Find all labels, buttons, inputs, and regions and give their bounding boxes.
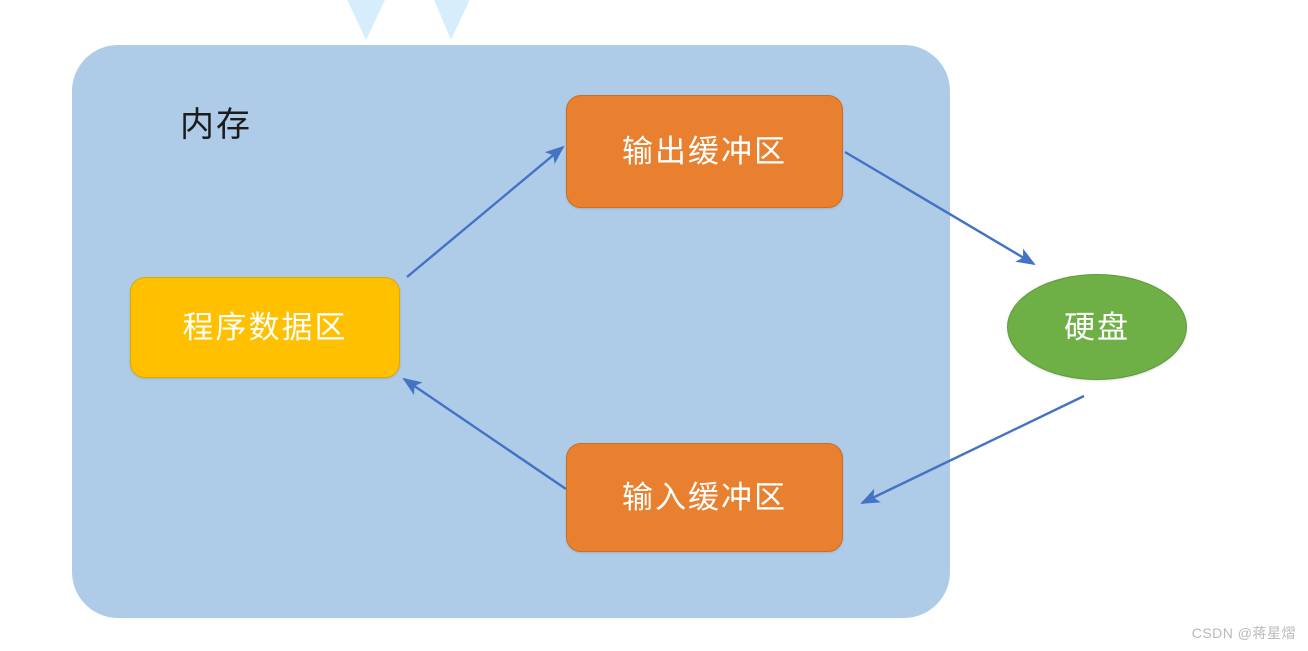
node-hard-disk-label: 硬盘 [1064, 309, 1130, 345]
node-program-data-area-label: 程序数据区 [182, 310, 348, 345]
node-program-data-area[interactable]: 程序数据区 [130, 277, 400, 378]
node-input-buffer-label: 输入缓冲区 [622, 480, 787, 515]
node-output-buffer[interactable]: 输出缓冲区 [566, 95, 843, 208]
memory-label: 内存 [180, 106, 252, 144]
node-input-buffer[interactable]: 输入缓冲区 [566, 443, 843, 552]
node-output-buffer-label: 输出缓冲区 [622, 134, 787, 169]
node-hard-disk[interactable]: 硬盘 [1007, 274, 1187, 380]
watermark-credit: CSDN @蒋星熠 [1191, 625, 1296, 641]
